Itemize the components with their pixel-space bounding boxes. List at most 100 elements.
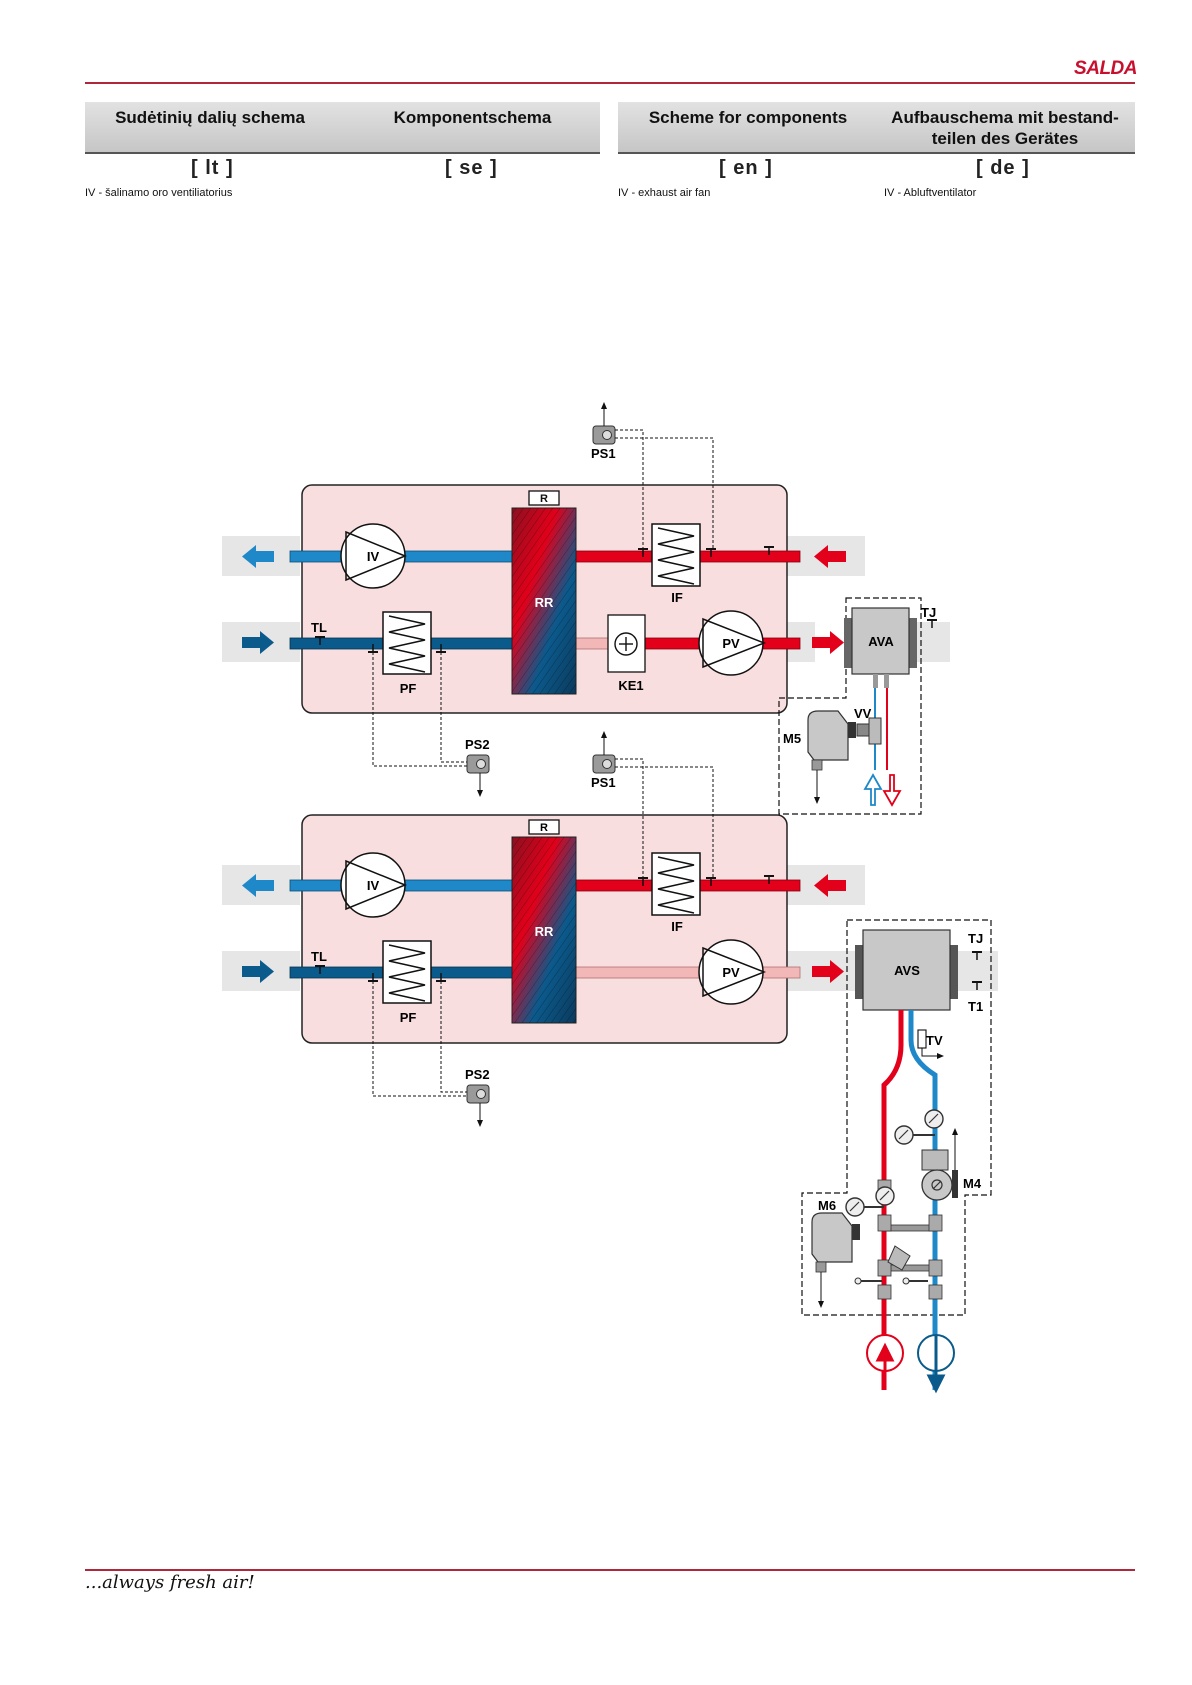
valve-vv-stem bbox=[856, 723, 870, 737]
salda-logo: SALDA bbox=[1074, 58, 1137, 79]
water-coil-ava bbox=[851, 607, 910, 675]
label-tj: TJ bbox=[968, 931, 983, 946]
label-iv: IV bbox=[367, 878, 380, 893]
ps1-dashed-line bbox=[615, 429, 714, 549]
label-ps1: PS1 bbox=[591, 446, 616, 461]
pipe-fitting bbox=[877, 1214, 892, 1232]
valve-handle-knob bbox=[902, 1277, 910, 1285]
exhaust-arrow-icon bbox=[242, 874, 274, 897]
pipe-connector bbox=[883, 1264, 937, 1272]
pipe-stub bbox=[873, 674, 878, 688]
pipe-fitting bbox=[877, 1284, 892, 1300]
pressure-switch-ps2 bbox=[466, 1084, 490, 1104]
label-ps2: PS2 bbox=[465, 737, 490, 752]
supply-duct-pink bbox=[575, 637, 609, 650]
fan-triangle bbox=[702, 946, 767, 998]
actuator-cable-arrow-icon bbox=[814, 797, 820, 804]
filter-pf bbox=[382, 611, 432, 675]
filter-pf bbox=[382, 940, 432, 1004]
pressure-switch-ps1 bbox=[592, 425, 616, 445]
outdoor-arrow-icon bbox=[242, 960, 274, 983]
pump-rotor-icon bbox=[931, 1179, 943, 1191]
flow-out-arrow-icon bbox=[926, 1335, 946, 1394]
actuator-m5 bbox=[807, 710, 849, 761]
sensor-tv-lead bbox=[921, 1048, 940, 1057]
rotor-hatch bbox=[512, 508, 576, 694]
label-rr: RR bbox=[535, 924, 554, 939]
pump-terminal-box bbox=[952, 1170, 958, 1198]
label-tl: TL bbox=[311, 949, 327, 964]
label-r: R bbox=[540, 822, 548, 834]
label-ps2: PS2 bbox=[465, 1067, 490, 1082]
pipe-fitting bbox=[928, 1284, 943, 1300]
lang-se: [ se ] bbox=[445, 157, 498, 179]
supply-out-arrow-icon bbox=[812, 960, 844, 983]
rotor-hatch bbox=[512, 837, 576, 1023]
legend-lt: IV - šalinamo oro ventiliatorius bbox=[85, 187, 233, 199]
water-out-arrow-icon bbox=[882, 774, 902, 807]
rotor-motor-box bbox=[528, 819, 560, 835]
pipe-blue bbox=[908, 1010, 938, 1390]
legend-de: IV - Abluftventilator bbox=[884, 187, 977, 199]
ps1-vent-arrow-icon bbox=[601, 402, 607, 409]
extract-in-arrow-icon bbox=[814, 545, 846, 568]
pipe-fitting bbox=[928, 1259, 943, 1277]
label-if: IF bbox=[671, 919, 683, 934]
filter-if bbox=[651, 523, 701, 587]
header-de-line1: Aufbauschema mit bestand- bbox=[891, 108, 1119, 127]
pipe-connector bbox=[883, 1224, 937, 1232]
lang-de: [ de ] bbox=[976, 157, 1030, 179]
pressure-gauge-icon bbox=[894, 1125, 914, 1145]
label-vv: VV bbox=[854, 706, 872, 721]
sensor-tv-arrow-icon bbox=[937, 1053, 944, 1059]
lang-en: [ en ] bbox=[719, 157, 773, 179]
ps2-vent-arrow-icon bbox=[477, 790, 483, 797]
ps1-vent-arrow-icon bbox=[601, 731, 607, 738]
label-tj: TJ bbox=[921, 605, 936, 620]
bottom-unit: RR R IV PV IF PF TL PS1 PS2 bbox=[222, 731, 998, 1394]
rotor-motor-box bbox=[528, 490, 560, 506]
label-iv: IV bbox=[367, 549, 380, 564]
supply-duct-pink bbox=[575, 966, 801, 979]
header-bar-right: Scheme for components Aufbauschema mit b… bbox=[618, 102, 1135, 154]
valve-vv bbox=[868, 717, 882, 745]
label-ke1: KE1 bbox=[618, 678, 643, 693]
label-pf: PF bbox=[400, 681, 417, 696]
label-pf: PF bbox=[400, 1010, 417, 1025]
pump-cable-arrow-icon bbox=[952, 1128, 958, 1135]
supply-out-arrow-icon bbox=[812, 631, 844, 654]
label-pv: PV bbox=[722, 965, 740, 980]
label-m4: M4 bbox=[963, 1176, 982, 1191]
water-coil-avs bbox=[862, 929, 951, 1011]
pipe-red bbox=[881, 1010, 904, 1390]
pressure-gauge-icon bbox=[875, 1186, 895, 1206]
avs-flange bbox=[950, 945, 958, 999]
label-r: R bbox=[540, 493, 548, 505]
label-if: IF bbox=[671, 590, 683, 605]
actuator-cable-arrow-icon bbox=[818, 1301, 824, 1308]
label-m6: M6 bbox=[818, 1198, 836, 1213]
ava-dashed-frame bbox=[778, 597, 922, 815]
actuator-gland bbox=[815, 1261, 827, 1273]
valve-handle-knob bbox=[854, 1277, 862, 1285]
actuator-knob bbox=[848, 722, 856, 738]
top-unit: RR R IV PV IF PF KE1 TL PS1 bbox=[222, 402, 950, 815]
bottom-rule bbox=[85, 1569, 1135, 1571]
flow-in-arrow-icon bbox=[875, 1342, 895, 1390]
pump-body bbox=[921, 1149, 949, 1171]
ps2-dashed-line bbox=[372, 652, 467, 767]
ava-flange bbox=[844, 618, 852, 668]
label-tv: TV bbox=[926, 1033, 943, 1048]
fan-triangle bbox=[345, 859, 407, 911]
exhaust-arrow-icon bbox=[242, 545, 274, 568]
fan-triangle bbox=[702, 617, 767, 669]
outdoor-arrow-icon bbox=[242, 631, 274, 654]
label-ava: AVA bbox=[868, 634, 894, 649]
avs-dashed-frame bbox=[801, 919, 992, 1316]
tagline: ...always fresh air! bbox=[85, 1572, 255, 1593]
top-rule bbox=[85, 82, 1135, 84]
fan-triangle bbox=[345, 530, 407, 582]
pipe-fitting bbox=[877, 1259, 892, 1277]
header-lt: Sudėtinių dalių schema bbox=[115, 108, 305, 127]
